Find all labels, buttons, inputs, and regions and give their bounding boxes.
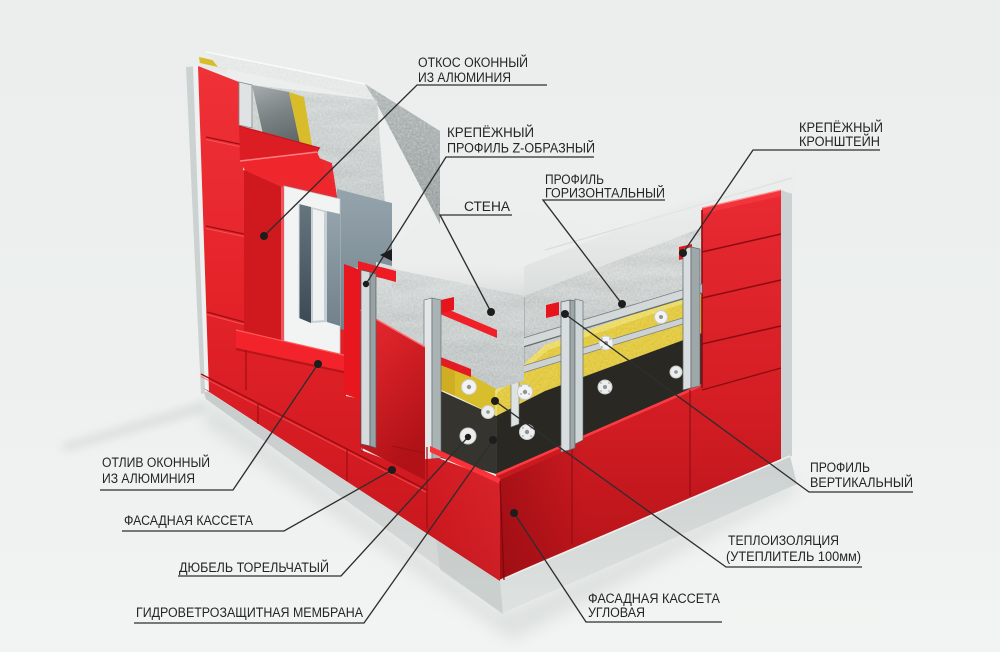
svg-text:ВЕРТИКАЛЬНЫЙ: ВЕРТИКАЛЬНЫЙ	[810, 473, 913, 491]
svg-text:ГИДРОВЕТРОЗАЩИТНАЯ МЕМБРАНА: ГИДРОВЕТРОЗАЩИТНАЯ МЕМБРАНА	[136, 605, 363, 621]
svg-text:УГЛОВАЯ: УГЛОВАЯ	[588, 605, 645, 621]
svg-text:ПРОФИЛЬ Z-ОБРАЗНЫЙ: ПРОФИЛЬ Z-ОБРАЗНЫЙ	[447, 139, 595, 157]
svg-text:ПРОФИЛЬ: ПРОФИЛЬ	[810, 460, 870, 476]
svg-text:ИЗ АЛЮМИНИЯ: ИЗ АЛЮМИНИЯ	[102, 471, 195, 487]
svg-text:ТЕПЛОИЗОЛЯЦИЯ: ТЕПЛОИЗОЛЯЦИЯ	[728, 533, 839, 549]
svg-text:ГОРИЗОНТАЛЬНЫЙ: ГОРИЗОНТАЛЬНЫЙ	[545, 184, 665, 202]
svg-text:ДЮБЕЛЬ ТОРЕЛЬЧАТЫЙ: ДЮБЕЛЬ ТОРЕЛЬЧАТЫЙ	[179, 558, 329, 576]
svg-text:ОТЛИВ ОКОННЫЙ: ОТЛИВ ОКОННЫЙ	[102, 453, 210, 471]
svg-text:(УТЕПЛИТЕЛЬ 100мм): (УТЕПЛИТЕЛЬ 100мм)	[726, 549, 861, 565]
svg-text:КРЕПЁЖНЫЙ: КРЕПЁЖНЫЙ	[447, 123, 534, 141]
svg-text:ПРОФИЛЬ: ПРОФИЛЬ	[545, 172, 604, 188]
svg-text:ОТКОС ОКОННЫЙ: ОТКОС ОКОННЫЙ	[418, 53, 528, 71]
svg-text:ФАСАДНАЯ КАССЕТА: ФАСАДНАЯ КАССЕТА	[588, 591, 720, 607]
svg-text:КРЕПЁЖНЫЙ: КРЕПЁЖНЫЙ	[799, 118, 883, 136]
svg-text:СТЕНА: СТЕНА	[464, 199, 511, 215]
svg-text:КРОНШТЕЙН: КРОНШТЕЙН	[799, 132, 880, 150]
svg-text:ИЗ АЛЮМИНИЯ: ИЗ АЛЮМИНИЯ	[418, 70, 511, 86]
svg-text:ФАСАДНАЯ КАССЕТА: ФАСАДНАЯ КАССЕТА	[124, 513, 253, 529]
